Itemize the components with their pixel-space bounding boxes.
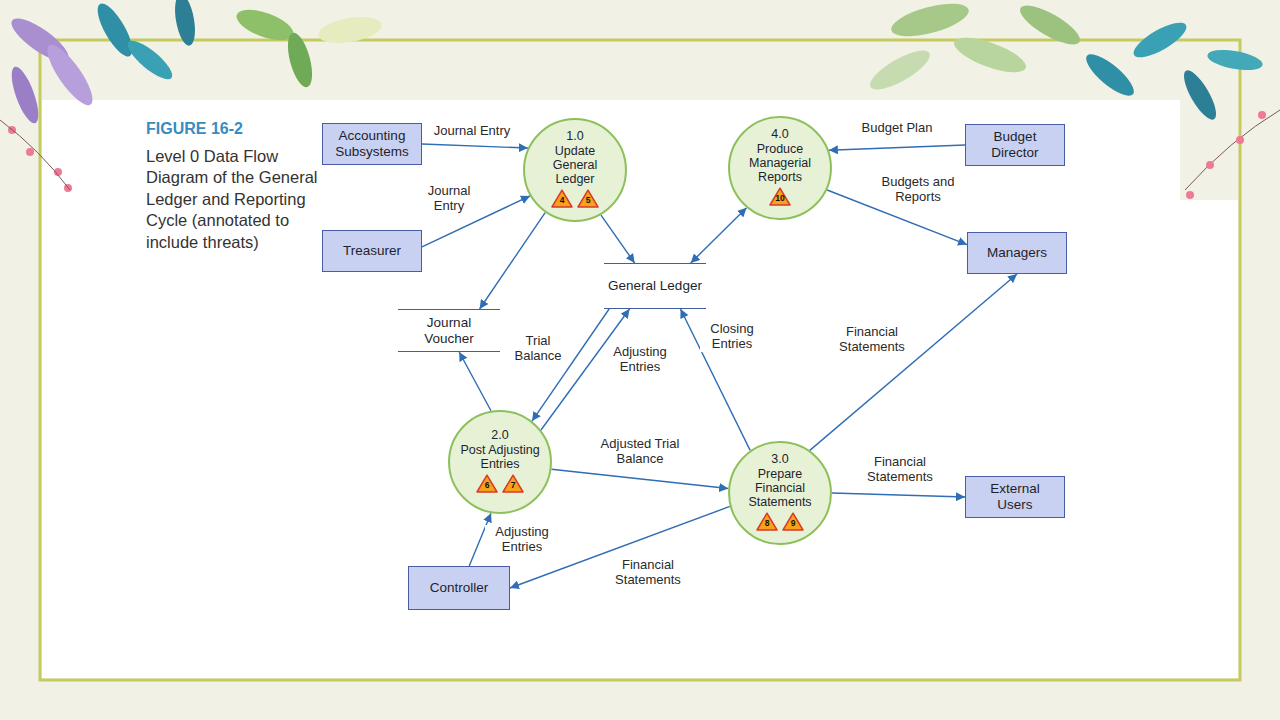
threat-number: 9: [791, 512, 796, 528]
leaf: [283, 30, 317, 89]
white-panel: [1180, 200, 1238, 678]
twig: [0, 120, 70, 190]
leaf: [865, 43, 935, 96]
threat-number: 8: [765, 512, 770, 528]
flow-label: Journal Entry: [417, 184, 481, 214]
threat-triangle: 4: [551, 189, 573, 208]
flow-label: Adjusted Trial Balance: [593, 437, 687, 467]
threat-number: 10: [775, 187, 784, 203]
flow-label: Budget Plan: [860, 121, 935, 136]
threat-triangle: 9: [782, 512, 804, 531]
data-flow-arrow: [832, 493, 965, 497]
node-label: Controller: [430, 580, 489, 596]
process-circle: 1.0Update General Ledger 4 5: [523, 118, 627, 222]
leaf: [316, 13, 383, 48]
leaf: [6, 64, 43, 127]
leaf: [1015, 0, 1085, 52]
flow-label: Adjusting Entries: [485, 525, 559, 555]
external-entity: Accounting Subsystems: [322, 123, 422, 165]
leaf: [1129, 16, 1191, 63]
berry: [1258, 111, 1266, 119]
flow-label: Financial Statements: [830, 325, 914, 355]
flow-label: Closing Entries: [700, 322, 764, 352]
data-flow-arrow: [691, 208, 747, 263]
process-number: 2.0: [491, 428, 508, 442]
process-number: 3.0: [771, 452, 788, 466]
external-entity: Controller: [408, 566, 510, 610]
threat-number: 7: [511, 474, 516, 490]
process-circle: 2.0Post Adjusting Entries 6 7: [448, 410, 552, 514]
node-label: Accounting Subsystems: [329, 128, 415, 159]
leaf: [233, 3, 298, 46]
process-circle: 3.0Prepare Financial Statements 8 9: [728, 441, 832, 545]
data-flow-arrow: [532, 309, 609, 421]
node-label: Journal Voucher: [402, 315, 496, 346]
process-number: 4.0: [771, 127, 788, 141]
leaf: [40, 39, 99, 111]
threat-triangle: 6: [476, 474, 498, 493]
node-label: Post Adjusting Entries: [457, 443, 543, 472]
leaf: [1206, 46, 1264, 73]
node-label: General Ledger: [608, 278, 702, 294]
node-label: Prepare Financial Statements: [737, 467, 823, 510]
external-entity: External Users: [965, 476, 1065, 518]
berry: [1206, 161, 1214, 169]
external-entity: Treasurer: [322, 230, 422, 272]
node-label: Update General Ledger: [532, 144, 618, 187]
flow-label: Financial Statements: [858, 455, 942, 485]
data-flow-arrow: [422, 144, 528, 148]
threat-triangle: 5: [577, 189, 599, 208]
threat-number: 4: [560, 189, 565, 205]
node-label: External Users: [972, 481, 1058, 512]
node-label: Budget Director: [972, 129, 1058, 160]
threat-triangle: 7: [502, 474, 524, 493]
data-store: General Ledger: [604, 263, 706, 309]
flow-label: Financial Statements: [606, 558, 690, 588]
threat-number: 5: [586, 189, 591, 205]
leaf: [1081, 48, 1140, 102]
data-flow-arrow: [601, 215, 635, 263]
berry: [1236, 136, 1244, 144]
berry: [26, 148, 34, 156]
threat-triangle: 10: [769, 187, 791, 206]
data-flow-arrow: [810, 274, 1017, 450]
data-flow-arrow: [480, 213, 546, 309]
twig: [1185, 110, 1280, 190]
flow-label: Trial Balance: [506, 334, 570, 364]
node-label: Treasurer: [343, 243, 401, 259]
node-label: Produce Managerial Reports: [737, 142, 823, 185]
threat-number: 6: [485, 474, 490, 490]
leaf: [950, 31, 1030, 80]
figure-title: FIGURE 16-2: [146, 120, 243, 138]
leaf: [888, 0, 972, 43]
flow-label: Journal Entry: [432, 124, 513, 139]
leaf: [123, 35, 177, 85]
data-flow-arrow: [551, 469, 728, 488]
process-number: 1.0: [566, 129, 583, 143]
flow-label: Adjusting Entries: [606, 345, 674, 375]
node-label: Managers: [987, 245, 1047, 261]
figure-caption: Level 0 Data Flow Diagram of the General…: [146, 146, 322, 253]
threat-triangle: 8: [756, 512, 778, 531]
external-entity: Managers: [967, 232, 1067, 274]
flow-label: Budgets and Reports: [871, 175, 965, 205]
external-entity: Budget Director: [965, 124, 1065, 166]
leaf: [172, 0, 199, 47]
berry: [1186, 191, 1194, 199]
white-panel: [42, 100, 1180, 678]
process-circle: 4.0Produce Managerial Reports 10: [728, 116, 832, 220]
leaf: [1178, 66, 1222, 123]
data-flow-arrow: [829, 145, 965, 150]
slide-frame: [40, 40, 1240, 680]
data-store: Journal Voucher: [398, 309, 500, 352]
data-flow-arrow: [459, 352, 491, 411]
